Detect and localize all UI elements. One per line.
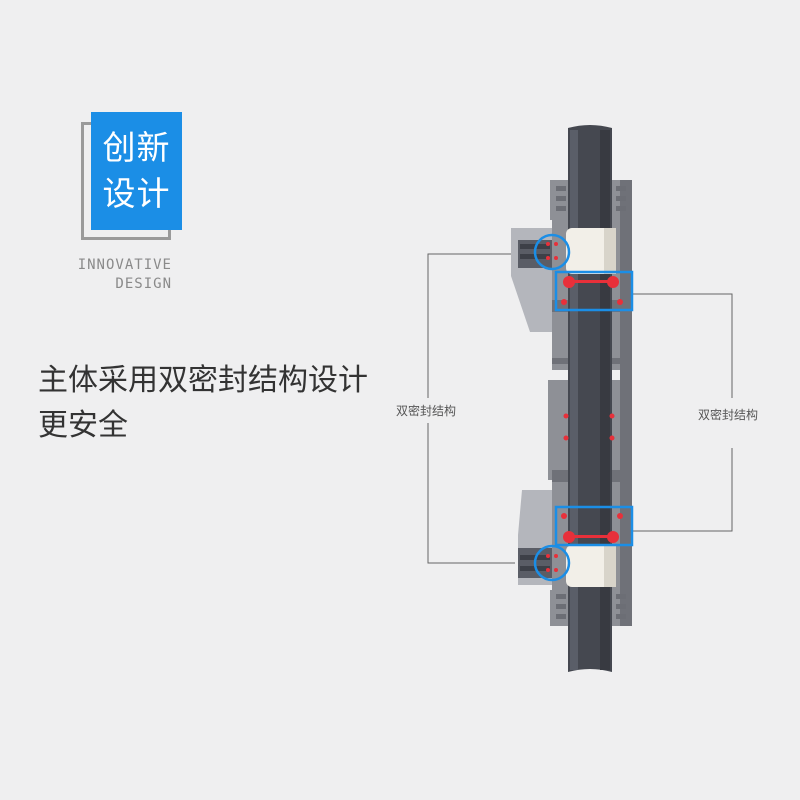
seal-highlight-markers xyxy=(533,233,634,582)
badge-english-text: INNOVATIVE DESIGN xyxy=(72,256,172,294)
lower-seal-highlight-circle xyxy=(533,544,571,582)
badge-line-1: 创新 xyxy=(102,128,171,167)
seal-rings xyxy=(546,242,623,572)
thread-teeth xyxy=(556,186,626,619)
innovative-design-badge: 创新 设计 xyxy=(91,112,182,230)
right-callout-label: 双密封结构 xyxy=(698,408,759,422)
headline-line-2: 更安全 xyxy=(38,408,128,443)
headline: 主体采用双密封结构设计 更安全 xyxy=(38,358,368,448)
upper-seal-highlight-circle xyxy=(533,233,571,271)
badge-english-line-1: INNOVATIVE xyxy=(77,257,172,273)
badge-line-2: 设计 xyxy=(102,174,171,213)
handle-tab-upper xyxy=(511,228,558,332)
pipe xyxy=(568,125,612,672)
upper-seal-highlight-box xyxy=(554,270,634,312)
headline-line-1: 主体采用双密封结构设计 xyxy=(38,363,368,398)
inner-sleeves xyxy=(566,228,616,587)
callout-lines xyxy=(427,253,733,564)
badge-english-line-2: DESIGN xyxy=(115,276,172,292)
left-callout-label: 双密封结构 xyxy=(396,404,457,418)
lower-seal-highlight-box xyxy=(554,505,634,547)
